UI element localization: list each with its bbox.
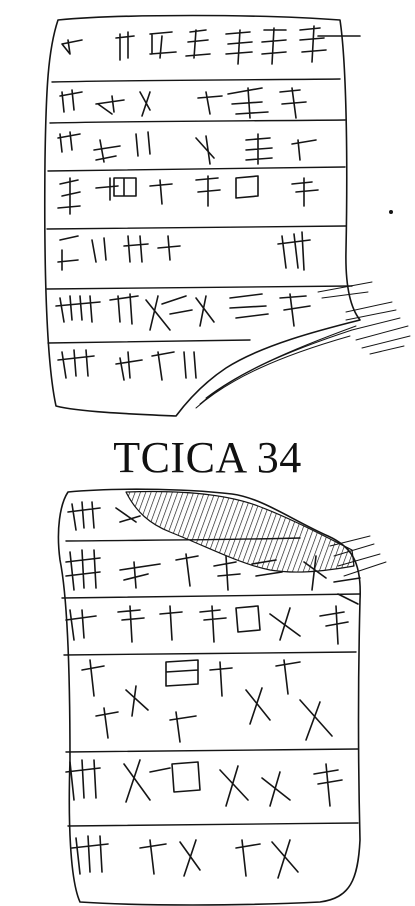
sign-row-6 [71,835,299,879]
tablet-reverse [57,488,387,906]
sign-row-3 [57,131,317,165]
sign-row-7 [57,349,197,381]
sign-row-1 [67,501,141,531]
sign-row-2 [59,87,307,119]
damage-hatching [195,281,411,409]
tablet-outline [43,14,361,417]
sign-row-5 [65,759,343,807]
tablet-obverse [43,14,411,417]
sign-row-6 [55,293,311,331]
sign-row-4 [57,175,319,215]
damage-hatching [329,535,387,577]
sign-row-2 [65,549,361,605]
ruled-lines [61,537,361,827]
sign-row-3 [65,605,349,645]
sign-row-1 [61,25,361,65]
damage-shading [125,490,355,573]
tablet-outline [57,488,361,906]
tablet-caption: TCICA 34 [113,433,302,482]
ink-speck [389,210,393,214]
sign-row-5 [57,231,311,271]
sign-row-4 [81,659,333,743]
ruled-lines [46,78,353,344]
